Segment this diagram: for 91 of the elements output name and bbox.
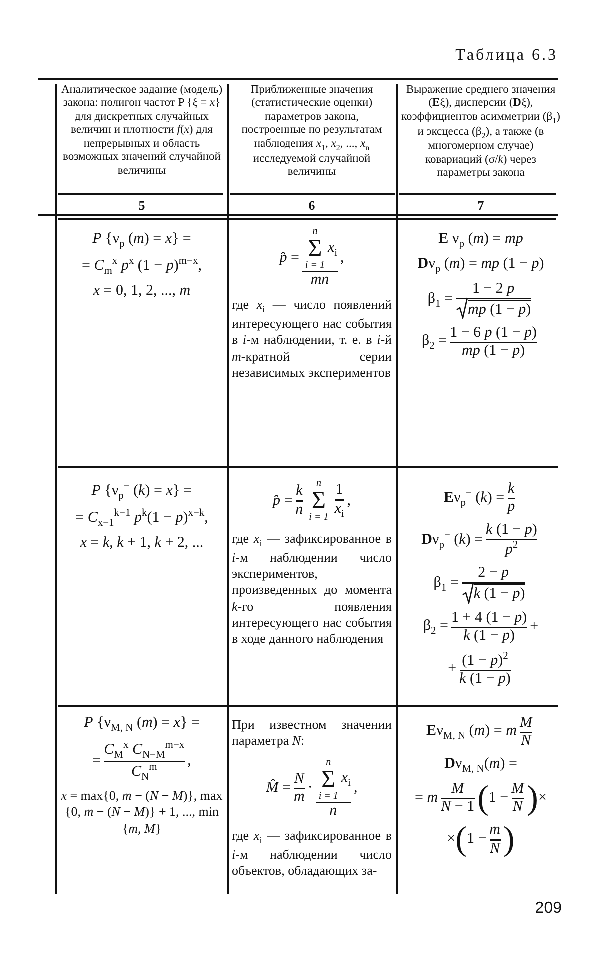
- formula-text: β$_{2}$ =: [422, 333, 448, 352]
- formula-text: ,: [188, 753, 192, 770]
- sum-sign: Σ: [308, 237, 322, 261]
- formula-text: mp (1 − p): [468, 300, 532, 319]
- formula-text: m: [490, 822, 501, 840]
- formula-text: p̂ =: [272, 492, 293, 510]
- formula-text: 1 − 6 p (1 − p): [450, 325, 538, 342]
- sum-sign: Σ: [312, 489, 326, 513]
- column-number: 5: [138, 198, 146, 214]
- formula-text: N: [521, 733, 532, 750]
- formula-text: p$^{2}$: [505, 540, 518, 560]
- formula-text: ·: [308, 780, 313, 798]
- formula-text: M: [520, 715, 532, 732]
- column-header: Аналитическое задание (модель) закона: полигон частот P {ξ = x} для дискретных случайных величин и плотности f(x) для непрерывных и область возможных значений случайной величины: [60, 84, 224, 178]
- cell-text: где x$_{i}$ — число появлений интересующего нас события в i-м наблюдении, т. е. в i-й m-кратной серии независимых экспериментов: [232, 297, 392, 382]
- formula-text: M̂ =: [266, 780, 291, 798]
- cell-text: где x$_{i}$ — зафиксированное в i-м наблюдении число объектов, обладающих за-: [232, 828, 392, 880]
- formula-text: n: [330, 802, 338, 820]
- formula-text: M: [512, 781, 524, 798]
- column-number: 6: [308, 198, 316, 214]
- formula-text: P {ν$_{p}$ (m) = x} =: [92, 231, 192, 250]
- formula-text: 1 −: [466, 831, 487, 848]
- formula-text: Dν$_{M, N}$(m) =: [444, 756, 518, 776]
- formula-text: β$_{1}$ =: [434, 574, 459, 594]
- bracket: ): [527, 782, 538, 816]
- formula-text: k (1 − p): [474, 584, 526, 604]
- formula-text: ,: [354, 780, 358, 798]
- formula-text: p: [508, 499, 516, 516]
- formula-text: ,: [340, 250, 344, 267]
- cell-text: где x$_{i}$ — зафиксированное в i-м наблюдении число экспериментов, произведенных до момента k-го появления интересующего нас события в ходе данного наблюдения: [232, 531, 392, 648]
- formula-text: m: [294, 789, 305, 806]
- formula-text: +: [530, 618, 539, 636]
- sum-limit: n: [316, 479, 322, 489]
- formula-text: +: [448, 660, 457, 678]
- formula-text: mp (1 − p): [462, 343, 526, 360]
- formula-text: = m: [415, 790, 438, 808]
- bracket: ): [504, 822, 515, 857]
- formula-text: =: [92, 753, 102, 770]
- formula-text: p̂ =: [280, 250, 300, 267]
- formula-text: ×: [447, 831, 456, 848]
- column-number: 7: [476, 198, 486, 214]
- sum-limit: n: [312, 227, 318, 237]
- formula-text: E ν$_{p}$ (m) = mp: [438, 231, 524, 250]
- formula-text: x$_{i}$: [341, 770, 351, 789]
- bracket: (: [478, 782, 489, 816]
- formula-text: M: [452, 781, 464, 798]
- formula-text: β$_{2}$ =: [423, 618, 448, 637]
- formula-text: N: [490, 840, 500, 858]
- sum-limit: i = 1: [305, 261, 325, 271]
- formula-text: k (1 − p): [460, 670, 511, 688]
- formula-text: k (1 − p): [464, 628, 516, 645]
- table-title: Таблица 6.3: [456, 47, 558, 65]
- formula-text: = C$_{x−1}$$^{k−1}$ p$^{k}$(1 − p)$^{x−k}$,: [76, 508, 208, 529]
- formula-text: ,: [347, 492, 352, 510]
- formula-text: 2 − p: [478, 565, 510, 582]
- formula-text: N: [512, 799, 523, 816]
- formula-text: 1 −: [488, 790, 509, 808]
- formula-text: (1 − p)$^{2}$: [462, 650, 508, 670]
- sum-limit: i = 1: [309, 513, 329, 523]
- formula-text: 1 − 2 p: [472, 281, 515, 298]
- formula-text: Dν$_{p}$$^{−}$ (k) =: [422, 530, 484, 552]
- formula-text: N: [294, 771, 304, 788]
- formula-text: 1 + 4 (1 − p): [451, 610, 528, 627]
- formula-text: 1: [336, 482, 344, 500]
- formula-text: x$_{i}$: [334, 500, 344, 520]
- formula-text: n: [296, 502, 304, 519]
- formula-text: k (1 − p): [486, 522, 538, 540]
- formula-text: = C$_{m}$$^{x}$ p$^{x}$ (1 − p)$^{m−x}$,: [82, 256, 202, 277]
- formula-text: x = 0, 1, 2, ..., m: [93, 283, 191, 300]
- formula-text: β$_{1}$ =: [428, 290, 454, 310]
- formula-text: P {ν$_{p}$$^{−}$ (k) = x} =: [92, 481, 192, 502]
- formula-text: x = k, k + 1, k + 2, ...: [80, 535, 204, 552]
- column-header: Выражение среднего значения (Eξ), дисперсии (Dξ), коэффициентов асимметрии (β$_{1}$) и эксцесса (β$_{2}$), а также (в многомерном случае) ковариаций (σ/k) через параметры закона: [401, 84, 561, 181]
- formula-text: k: [508, 481, 515, 498]
- formula-text: Dν$_{p}$ (m) = mp (1 − p): [418, 256, 544, 275]
- formula-text: P {ν$_{M, N}$ (m) = x} =: [84, 715, 200, 734]
- column-header: Приближенные значения (статистические оценки) параметров закона, построенные по результатам наблюдения x$_{1}$, x$_{2}$, ..., x$_{n}$ исследуемой случайной величины: [240, 84, 384, 180]
- sum-sign: Σ: [322, 768, 336, 792]
- sum-limit: n: [326, 758, 332, 768]
- formula-text: mn: [310, 272, 330, 290]
- cell-text: При известном значении параметра N:: [232, 717, 392, 750]
- formula-text: x$_{i}$: [328, 240, 338, 258]
- formula-text: x = max{0, m − (N − M)}, max {0, m − (N − M)} + 1, ..., min {m, M}: [60, 788, 224, 837]
- formula-text: k: [296, 483, 303, 500]
- sum-limit: i = 1: [318, 792, 338, 802]
- page-number: 209: [535, 900, 562, 918]
- bracket: (: [456, 822, 467, 857]
- formula-text: ×: [538, 790, 547, 808]
- formula-text: N − 1: [441, 799, 475, 816]
- formula-text: Eν$_{M, N}$ (m) = m: [426, 723, 517, 742]
- formula-text: Eν$_{p}$$^{−}$ (k) =: [444, 488, 505, 510]
